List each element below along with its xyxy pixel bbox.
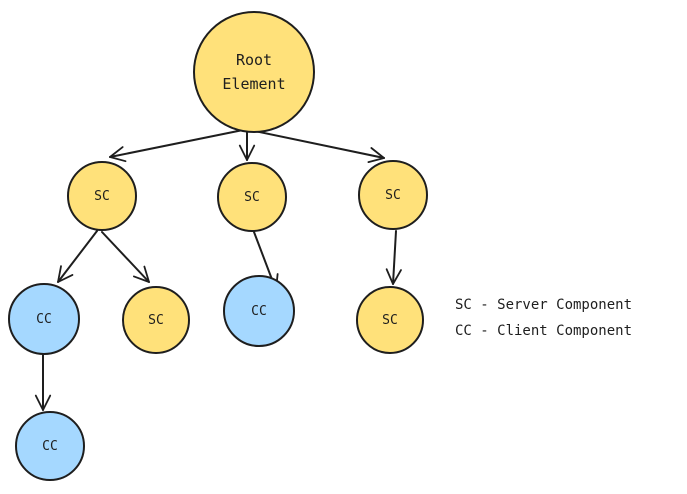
legend-client-component: CC - Client Component [455, 323, 633, 339]
edge-sc-right-to-sc-right-child [385, 230, 402, 285]
node-root [193, 11, 315, 133]
node-sc-mid [217, 162, 287, 232]
node-sc-right [358, 160, 428, 230]
edge-root-to-sc-left [109, 129, 244, 163]
edge-root-to-sc-right [249, 129, 385, 164]
node-sc-left-child [122, 286, 190, 354]
node-cc-mid [223, 275, 295, 347]
edge-sc-left-to-sc-left-child [101, 231, 150, 283]
legend-server-component: SC - Server Component [455, 297, 633, 313]
node-cc-bottom [15, 411, 85, 481]
node-cc-left [8, 283, 80, 355]
node-sc-right-child [356, 286, 424, 354]
edge-sc-left-to-cc-left [57, 230, 98, 283]
legend: SC - Server Component CC - Client Compon… [455, 292, 632, 344]
node-sc-left [67, 161, 137, 231]
